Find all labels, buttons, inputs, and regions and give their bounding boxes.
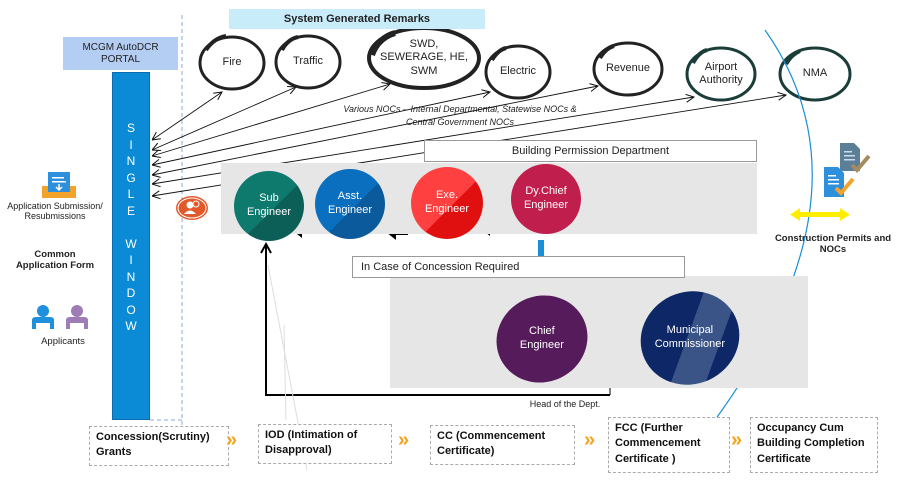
- sw-letter: N: [126, 154, 136, 168]
- stage-iod[interactable]: IOD (Intimation of Disapproval): [258, 424, 392, 464]
- stage-concession-grants[interactable]: Concession(Scrutiny) Grants: [89, 426, 229, 466]
- stage-label: Concession(Scrutiny) Grants: [96, 431, 210, 459]
- chevron-icon: »: [398, 429, 409, 451]
- sw-letter: G: [126, 170, 136, 185]
- stage-cc[interactable]: CC (Commencement Certificate): [430, 425, 575, 465]
- sw-letter: N: [126, 269, 136, 284]
- noc-traffic[interactable]: Traffic: [293, 55, 323, 68]
- sw-letter: W: [125, 319, 137, 333]
- common-form-label: Common Application Form: [15, 249, 95, 271]
- sub-engineer-label: Sub Engineer: [246, 192, 292, 218]
- exe-engineer-label: Exe. Engineer: [424, 189, 470, 215]
- applicants-icon: [30, 305, 92, 329]
- applicants-label: Applicants: [41, 336, 85, 347]
- arrow-fire: [152, 92, 222, 140]
- stage-label: IOD (Intimation of Disapproval): [265, 429, 358, 457]
- arrow-swd: [152, 84, 390, 156]
- stage-label: Occupancy Cum Building Completion Certif…: [757, 422, 865, 465]
- stage-occupancy[interactable]: Occupancy Cum Building Completion Certif…: [750, 417, 878, 473]
- noc-airport[interactable]: Airport Authority: [699, 60, 743, 86]
- sw-letter: I: [129, 253, 133, 267]
- chief-engineer-label: Chief Engineer: [519, 325, 565, 351]
- bpd-panel: [221, 163, 757, 234]
- user-group-icon: [175, 195, 209, 221]
- stage-label: CC (Commencement Certificate): [437, 430, 546, 458]
- noc-electric[interactable]: Electric: [499, 65, 537, 78]
- concession-title: In Case of Concession Required: [352, 256, 685, 278]
- remarks-header: System Generated Remarks: [229, 9, 485, 29]
- sw-letter: O: [126, 302, 136, 317]
- asst-engineer-node[interactable]: Asst. Engineer: [315, 169, 385, 239]
- bpd-title: Building Permission Department: [424, 140, 757, 162]
- sw-letter: I: [129, 137, 133, 152]
- dy-chief-engineer-node[interactable]: Dy.Chief Engineer: [511, 164, 581, 234]
- hod-panel: [390, 276, 808, 388]
- asst-engineer-label: Asst. Engineer: [327, 190, 373, 216]
- noc-swd[interactable]: SWD, SEWERAGE, HE, SWM: [379, 38, 469, 77]
- sw-letter: D: [126, 286, 136, 300]
- applicant-icon-blue: [37, 305, 49, 317]
- sw-letter: E: [126, 203, 135, 218]
- hod-label: Head of the Dept.: [529, 399, 601, 409]
- documents-approved-icon: [820, 143, 878, 199]
- sw-letter: S: [126, 121, 135, 135]
- noc-caption-line1: Various NOCs – Internal Departmental, St…: [343, 104, 577, 114]
- noc-nma[interactable]: NMA: [802, 67, 828, 80]
- noc-fire[interactable]: Fire: [222, 56, 242, 69]
- sw-letter: W: [125, 236, 137, 251]
- yellow-double-arrow: [790, 208, 850, 221]
- submission-label: Application Submission/ Resubmissions: [7, 201, 103, 222]
- municipal-commissioner-label: Municipal Commissioner: [654, 324, 726, 350]
- noc-revenue[interactable]: Revenue: [605, 62, 651, 75]
- sub-engineer-node[interactable]: Sub Engineer: [234, 171, 304, 241]
- applicant-icon-purple: [71, 305, 83, 317]
- exe-engineer-node[interactable]: Exe. Engineer: [411, 167, 483, 239]
- sw-letter: L: [127, 187, 135, 201]
- noc-caption-line2: Central Government NOCs: [405, 117, 515, 127]
- chevron-icon: »: [584, 429, 595, 451]
- dy-chief-engineer-label: Dy.Chief Engineer: [523, 185, 569, 211]
- chevron-icon: »: [731, 429, 742, 451]
- chevron-icon: »: [226, 429, 237, 451]
- submission-icon: [42, 172, 76, 198]
- single-window-bar[interactable]: S I N G L E W I N D O W: [112, 72, 150, 420]
- arrow-traffic: [152, 87, 296, 150]
- stage-fcc[interactable]: FCC (Further Commencement Certificate ): [608, 417, 730, 473]
- portal-title: MCGM AutoDCR PORTAL: [63, 37, 178, 70]
- stage-label: FCC (Further Commencement Certificate ): [615, 422, 701, 465]
- construction-permits-label: Construction Permits and NOCs: [774, 233, 892, 255]
